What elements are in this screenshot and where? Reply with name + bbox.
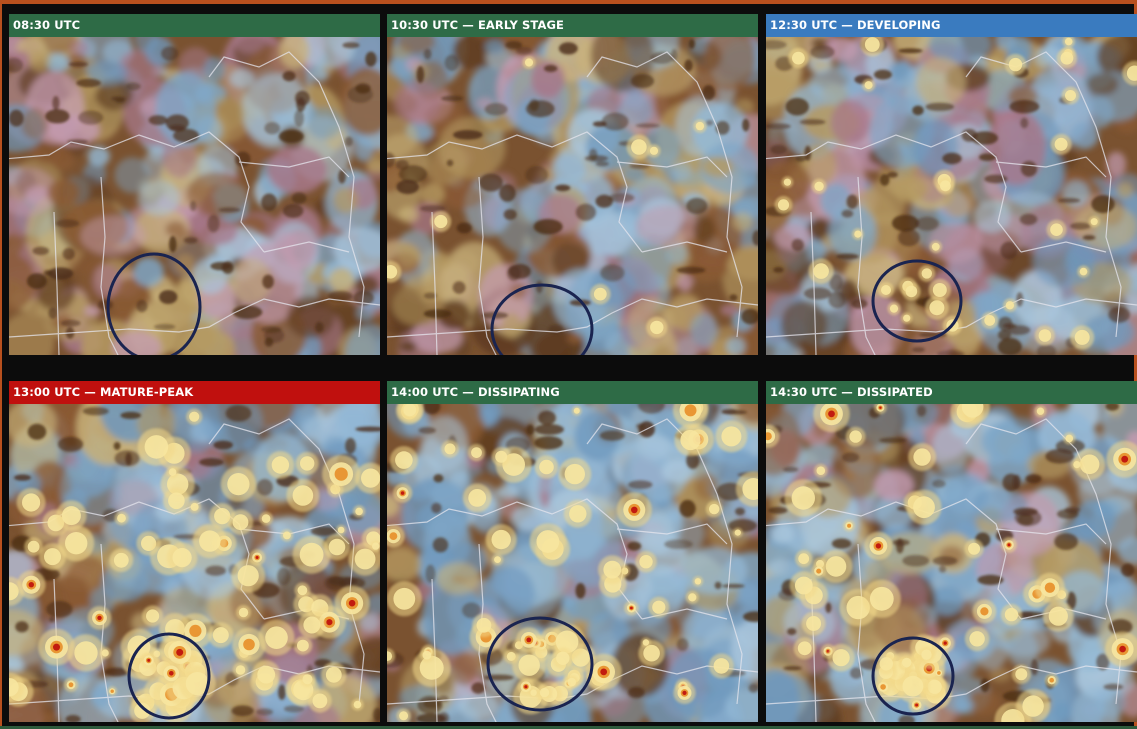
country-borders xyxy=(766,51,1137,355)
panel-0830: 08:30 UTC xyxy=(9,14,380,355)
ground-patches xyxy=(387,38,758,335)
storm-circle xyxy=(871,636,955,716)
convective-cells xyxy=(387,56,707,338)
satellite-image xyxy=(766,404,1137,722)
panel-header: 14:30 UTC — DISSIPATED xyxy=(766,381,1137,404)
cloud-texture xyxy=(387,37,758,355)
satellite-image xyxy=(9,404,380,722)
satellite-image xyxy=(387,37,758,355)
satellite-image xyxy=(766,37,1137,355)
bottom-strip xyxy=(0,726,1137,729)
satellite-image xyxy=(9,37,380,355)
storm-circle xyxy=(490,283,594,355)
storm-circle xyxy=(106,252,202,355)
panel-1030: 10:30 UTC — EARLY STAGE xyxy=(387,14,758,355)
convective-cells xyxy=(9,408,380,722)
country-borders xyxy=(387,51,758,355)
panel-header: 13:00 UTC — MATURE-PEAK xyxy=(9,381,380,404)
cloud-texture xyxy=(766,37,1137,355)
storm-circle xyxy=(871,259,963,343)
panel-header: 10:30 UTC — EARLY STAGE xyxy=(387,14,758,37)
panel-header: 12:30 UTC — DEVELOPING xyxy=(766,14,1137,37)
storm-circle xyxy=(486,616,594,712)
storm-circle xyxy=(127,632,211,720)
panel-1300: 13:00 UTC — MATURE-PEAK xyxy=(9,381,380,722)
panel-header: 08:30 UTC xyxy=(9,14,380,37)
satellite-image xyxy=(387,404,758,722)
panel-header: 14:00 UTC — DISSIPATING xyxy=(387,381,758,404)
ground-patches xyxy=(766,37,1130,355)
convective-cells xyxy=(766,404,1137,722)
convective-cells xyxy=(387,404,758,722)
country-borders xyxy=(9,51,380,355)
panel-1430: 14:30 UTC — DISSIPATED xyxy=(766,381,1137,722)
panel-1400: 14:00 UTC — DISSIPATING xyxy=(387,381,758,722)
panel-1230: 12:30 UTC — DEVELOPING xyxy=(766,14,1137,355)
convective-cells xyxy=(774,37,1137,350)
